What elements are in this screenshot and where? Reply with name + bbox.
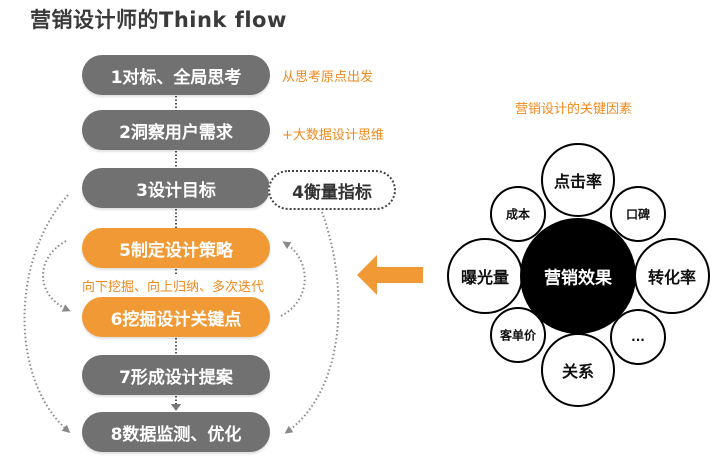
factor-label-relationship: 关系 xyxy=(561,362,595,381)
factor-circle-word-of-mouth xyxy=(610,186,666,242)
factor-label-click-rate: 点击率 xyxy=(553,172,603,191)
step-6-pill: 6挖掘设计关键点 xyxy=(82,297,270,337)
step-5-pill: 5制定设计策略 xyxy=(82,228,270,268)
factor-label-word-of-mouth: 口碑 xyxy=(625,207,651,222)
page-title: 营销设计师的Think flow xyxy=(30,8,287,32)
factor-label-center: 营销效果 xyxy=(544,268,612,289)
factor-circle-cost xyxy=(490,186,546,242)
loop-arrow-3-to-8 xyxy=(23,194,71,433)
factor-label-exposure: 曝光量 xyxy=(460,268,510,287)
step-7-pill: 7形成设计提案 xyxy=(82,355,270,395)
factor-label-avg-order: 客单价 xyxy=(499,328,537,343)
arrow-7-8-head xyxy=(171,404,181,411)
iteration-note: 向下挖掘、向上归纳、多次迭代 xyxy=(80,276,267,295)
factor-label-more: ... xyxy=(631,330,645,344)
factor-circle-click-rate xyxy=(541,143,615,217)
step-4-pill: 4衡量指标 xyxy=(268,170,396,210)
step-1-pill: 1对标、全局思考 xyxy=(82,55,270,95)
factors-title: 营销设计的关键因素 xyxy=(515,102,633,117)
loop-arrow-4-to-8 xyxy=(284,211,340,434)
step-3-pill: 3设计目标 xyxy=(82,168,270,208)
step-2-note: +大数据设计思维 xyxy=(282,128,384,143)
loop-arrow-5-to-6 xyxy=(42,240,71,312)
factor-circle-center xyxy=(520,218,636,334)
step-2-pill: 2洞察用户需求 xyxy=(82,110,270,150)
orange-left-arrow xyxy=(357,255,423,295)
step-1-note: 从思考原点出发 xyxy=(282,70,374,85)
factor-label-cost: 成本 xyxy=(505,207,531,222)
factor-circle-more xyxy=(610,309,666,365)
loop-arrow-6-to-5 xyxy=(280,241,306,317)
factor-circle-avg-order xyxy=(490,307,546,363)
step-8-pill: 8数据监测、优化 xyxy=(82,412,270,452)
factor-label-conversion: 转化率 xyxy=(647,268,697,287)
